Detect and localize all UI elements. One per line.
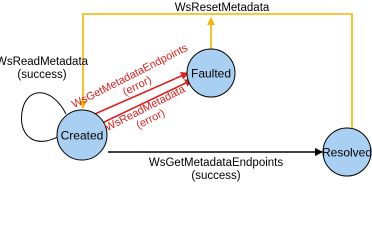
- state-resolved-node: [322, 127, 372, 177]
- read-success-outcome-label: (success): [17, 69, 66, 81]
- state-resolved-label: Resolved: [322, 146, 372, 160]
- state-diagram: Created Faulted Resolved WsResetMetadata…: [0, 2, 372, 182]
- read-success-name-label: WsReadMetadata: [0, 56, 89, 68]
- reset-metadata-arrow: [79, 13, 353, 132]
- endpoints-success-outcome-label: (success): [191, 170, 240, 182]
- state-faulted: Faulted: [186, 48, 236, 98]
- state-created: Created: [56, 109, 108, 161]
- endpoints-error-arrow: [87, 72, 189, 118]
- read-error-arrow: [97, 79, 193, 126]
- reset-metadata-label: WsResetMetadata: [175, 2, 270, 14]
- state-created-label: Created: [61, 129, 104, 143]
- state-created-node: [56, 109, 108, 161]
- endpoints-success-name-label: WsGetMetadataEndpoints: [149, 157, 283, 169]
- state-faulted-node: [186, 48, 236, 98]
- state-resolved: Resolved: [322, 127, 372, 177]
- read-metadata-self-loop: [21, 92, 67, 142]
- state-faulted-label: Faulted: [191, 67, 231, 81]
